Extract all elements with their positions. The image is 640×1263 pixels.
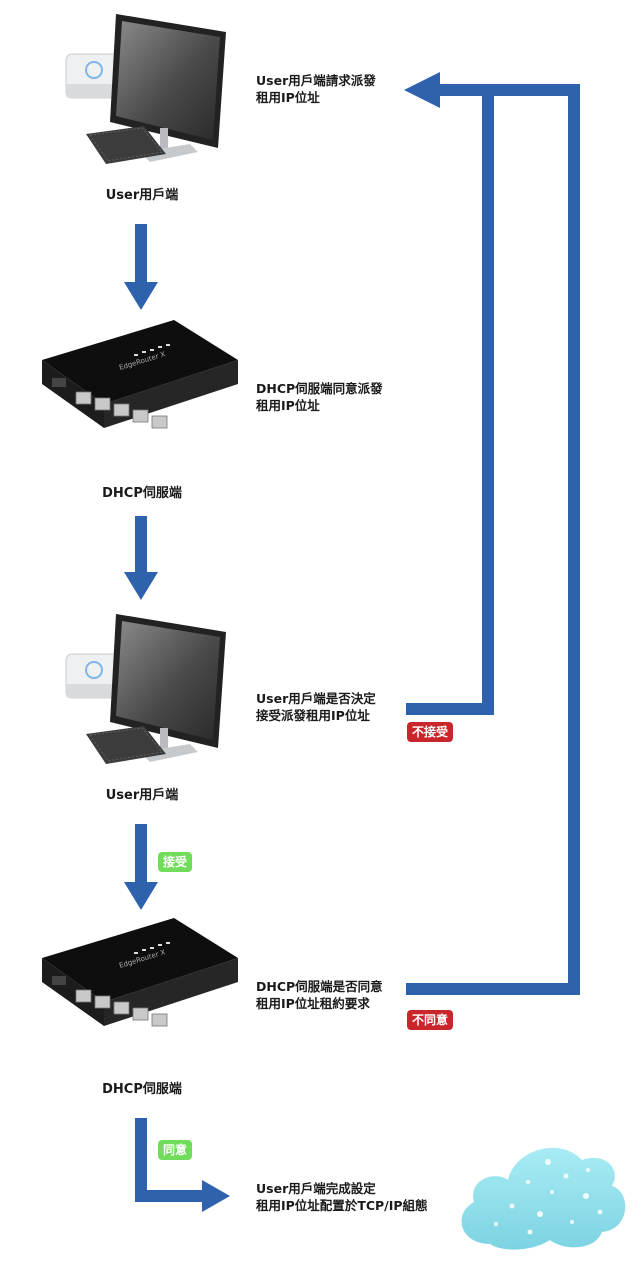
accept-badge: 接受 [158, 852, 193, 872]
reject-badge: 不接受 [407, 722, 454, 742]
router-icon [41, 319, 239, 429]
disagree-badge: 不同意 [407, 1010, 454, 1030]
computer-icon [65, 613, 227, 765]
step-request-text: User用戶端請求派發 租用IP位址 [256, 73, 376, 105]
step-offer-text: DHCP伺服端同意派發 租用IP位址 [256, 381, 383, 413]
step-decide-text: User用戶端是否決定 接受派發租用IP位址 [256, 691, 376, 723]
arrow-down [124, 224, 158, 310]
step-complete-text: User用戶端完成設定 租用IP位址配置於TCP/IP組態 [256, 1181, 428, 1213]
dhcp-node-label: DHCP伺服端 [102, 486, 182, 501]
dhcp-node-label: DHCP伺服端 [102, 1082, 182, 1097]
cloud-icon [461, 1147, 626, 1250]
loop-arrow-reject-user [406, 84, 494, 715]
user-node-label: User用戶端 [105, 188, 179, 203]
step-ack-check-text: DHCP伺服端是否同意 租用IP位址租約要求 [256, 979, 383, 1011]
router-icon [41, 917, 239, 1027]
arrow-to-complete [135, 1118, 230, 1212]
user-node-label: User用戶端 [105, 788, 179, 803]
arrow-down [124, 824, 158, 910]
agree-badge: 同意 [158, 1140, 193, 1160]
loop-arrow-reject-dhcp [404, 72, 580, 995]
arrow-down [124, 516, 158, 600]
computer-icon [65, 13, 227, 165]
